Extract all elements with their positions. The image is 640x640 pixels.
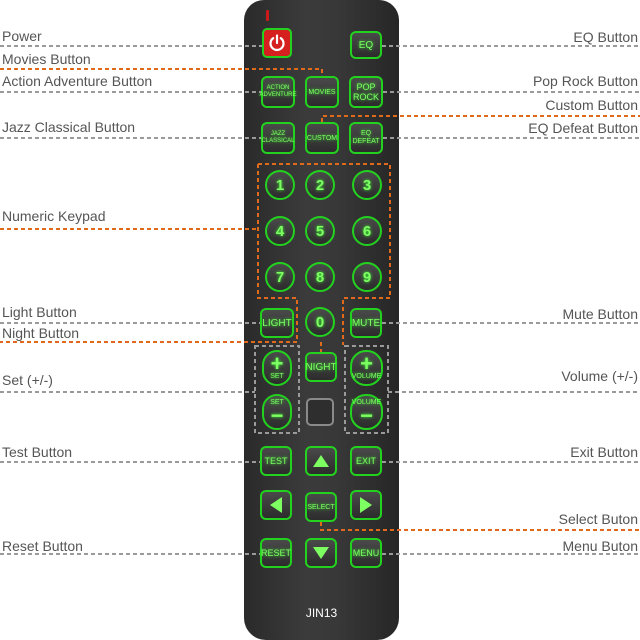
left-button[interactable] <box>260 490 292 520</box>
volume-group-box <box>344 345 389 434</box>
callout-custom <box>321 115 640 122</box>
label-select: Select Buton <box>558 511 638 527</box>
key-5[interactable]: 5 <box>305 216 335 246</box>
exit-button[interactable]: EXIT <box>350 446 382 476</box>
key-4[interactable]: 4 <box>265 216 295 246</box>
model-label: JIN13 <box>305 606 338 620</box>
label-menu: Menu Buton <box>562 538 639 554</box>
set-minus-button[interactable]: SET− <box>262 394 292 430</box>
label-movies: Movies Button <box>2 51 91 67</box>
custom-button[interactable]: CUSTOM <box>305 122 339 154</box>
arrow-right-icon <box>360 497 372 513</box>
eq-button[interactable]: EQ <box>350 31 382 59</box>
power-icon <box>269 34 285 52</box>
key-0[interactable]: 0 <box>305 307 335 337</box>
callout-movies <box>0 68 323 76</box>
movies-button[interactable]: MOVIES <box>305 76 339 108</box>
label-test: Test Button <box>2 444 73 460</box>
label-power: Power <box>2 28 42 44</box>
label-light: Light Button <box>2 304 77 320</box>
key-7[interactable]: 7 <box>265 262 295 292</box>
label-night: Night Button <box>2 325 80 341</box>
callout-select <box>320 522 640 531</box>
key-9[interactable]: 9 <box>352 262 382 292</box>
arrow-left-icon <box>270 497 282 513</box>
night-button[interactable]: NIGHT <box>305 352 337 382</box>
label-numeric-keypad: Numeric Keypad <box>2 208 106 224</box>
key-1[interactable]: 1 <box>265 170 295 200</box>
down-button[interactable] <box>305 538 337 568</box>
menu-button[interactable]: MENU <box>350 538 382 568</box>
label-mute: Mute Button <box>562 306 639 322</box>
up-button[interactable] <box>305 446 337 476</box>
keypad-outline-left <box>0 164 298 343</box>
set-plus-button[interactable]: +SET <box>262 350 292 386</box>
mute-button[interactable]: MUTE <box>350 308 382 338</box>
keypad-outline <box>258 163 391 345</box>
label-reset: Reset Button <box>2 538 83 554</box>
label-action-adventure: Action Adventure Button <box>2 73 153 89</box>
test-button[interactable]: TEST <box>260 446 292 476</box>
label-eq: EQ Button <box>573 29 638 45</box>
volume-down-button[interactable]: VOLUME− <box>350 394 383 430</box>
light-button[interactable]: LIGHT <box>260 308 294 338</box>
label-jazz-classical: Jazz Classical Button <box>2 119 136 135</box>
indicator-led <box>266 10 269 21</box>
blank-button[interactable] <box>306 398 334 426</box>
label-eq-defeat: EQ Defeat Button <box>528 120 638 136</box>
key-6[interactable]: 6 <box>352 216 382 246</box>
arrow-down-icon <box>313 547 329 559</box>
set-group-box <box>254 345 300 434</box>
label-exit: Exit Button <box>570 444 638 460</box>
label-pop-rock: Pop Rock Button <box>532 73 638 89</box>
power-button[interactable] <box>262 28 292 58</box>
arrow-up-icon <box>313 455 329 467</box>
reset-button[interactable]: RESET <box>260 538 292 568</box>
label-set: Set (+/-) <box>2 372 53 388</box>
key-8[interactable]: 8 <box>305 262 335 292</box>
key-2[interactable]: 2 <box>305 170 335 200</box>
key-3[interactable]: 3 <box>352 170 382 200</box>
label-custom: Custom Button <box>545 97 638 113</box>
label-volume: Volume (+/-) <box>561 368 638 384</box>
right-button[interactable] <box>350 490 382 520</box>
select-button[interactable]: SELECT <box>305 492 337 522</box>
volume-up-button[interactable]: +VOLUME <box>350 350 383 386</box>
